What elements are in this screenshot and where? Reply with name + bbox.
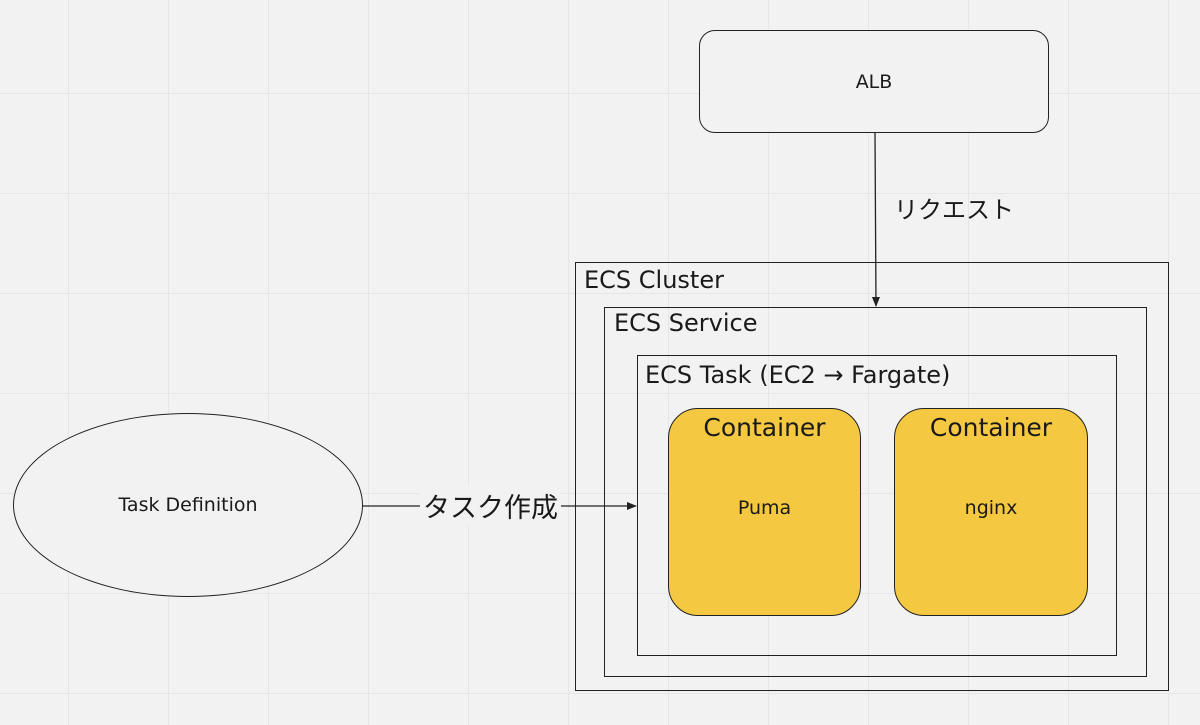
create-task-edge-label: タスク作成 — [420, 486, 561, 525]
container-puma[interactable]: Container Puma — [668, 408, 861, 616]
container-title: Container — [703, 413, 826, 442]
container-name: Puma — [737, 497, 792, 519]
task-definition-label: Task Definition — [118, 494, 258, 516]
ecs-task-box[interactable] — [637, 355, 1117, 656]
ecs-cluster-box[interactable] — [575, 262, 1169, 691]
request-connector — [871, 132, 880, 307]
task-definition-node[interactable]: Task Definition — [13, 413, 363, 597]
ecs-task-title: ECS Task (EC2 → Fargate) — [645, 361, 951, 389]
ecs-service-title: ECS Service — [614, 309, 758, 337]
alb-label: ALB — [855, 70, 893, 93]
alb-node[interactable]: ALB — [699, 30, 1049, 133]
ecs-service-box[interactable] — [604, 307, 1147, 677]
ecs-cluster-title: ECS Cluster — [584, 266, 724, 294]
container-title: Container — [929, 413, 1053, 442]
request-edge-label: リクエスト — [894, 196, 1014, 224]
container-name: nginx — [964, 497, 1018, 519]
container-nginx[interactable]: Container nginx — [894, 408, 1088, 616]
